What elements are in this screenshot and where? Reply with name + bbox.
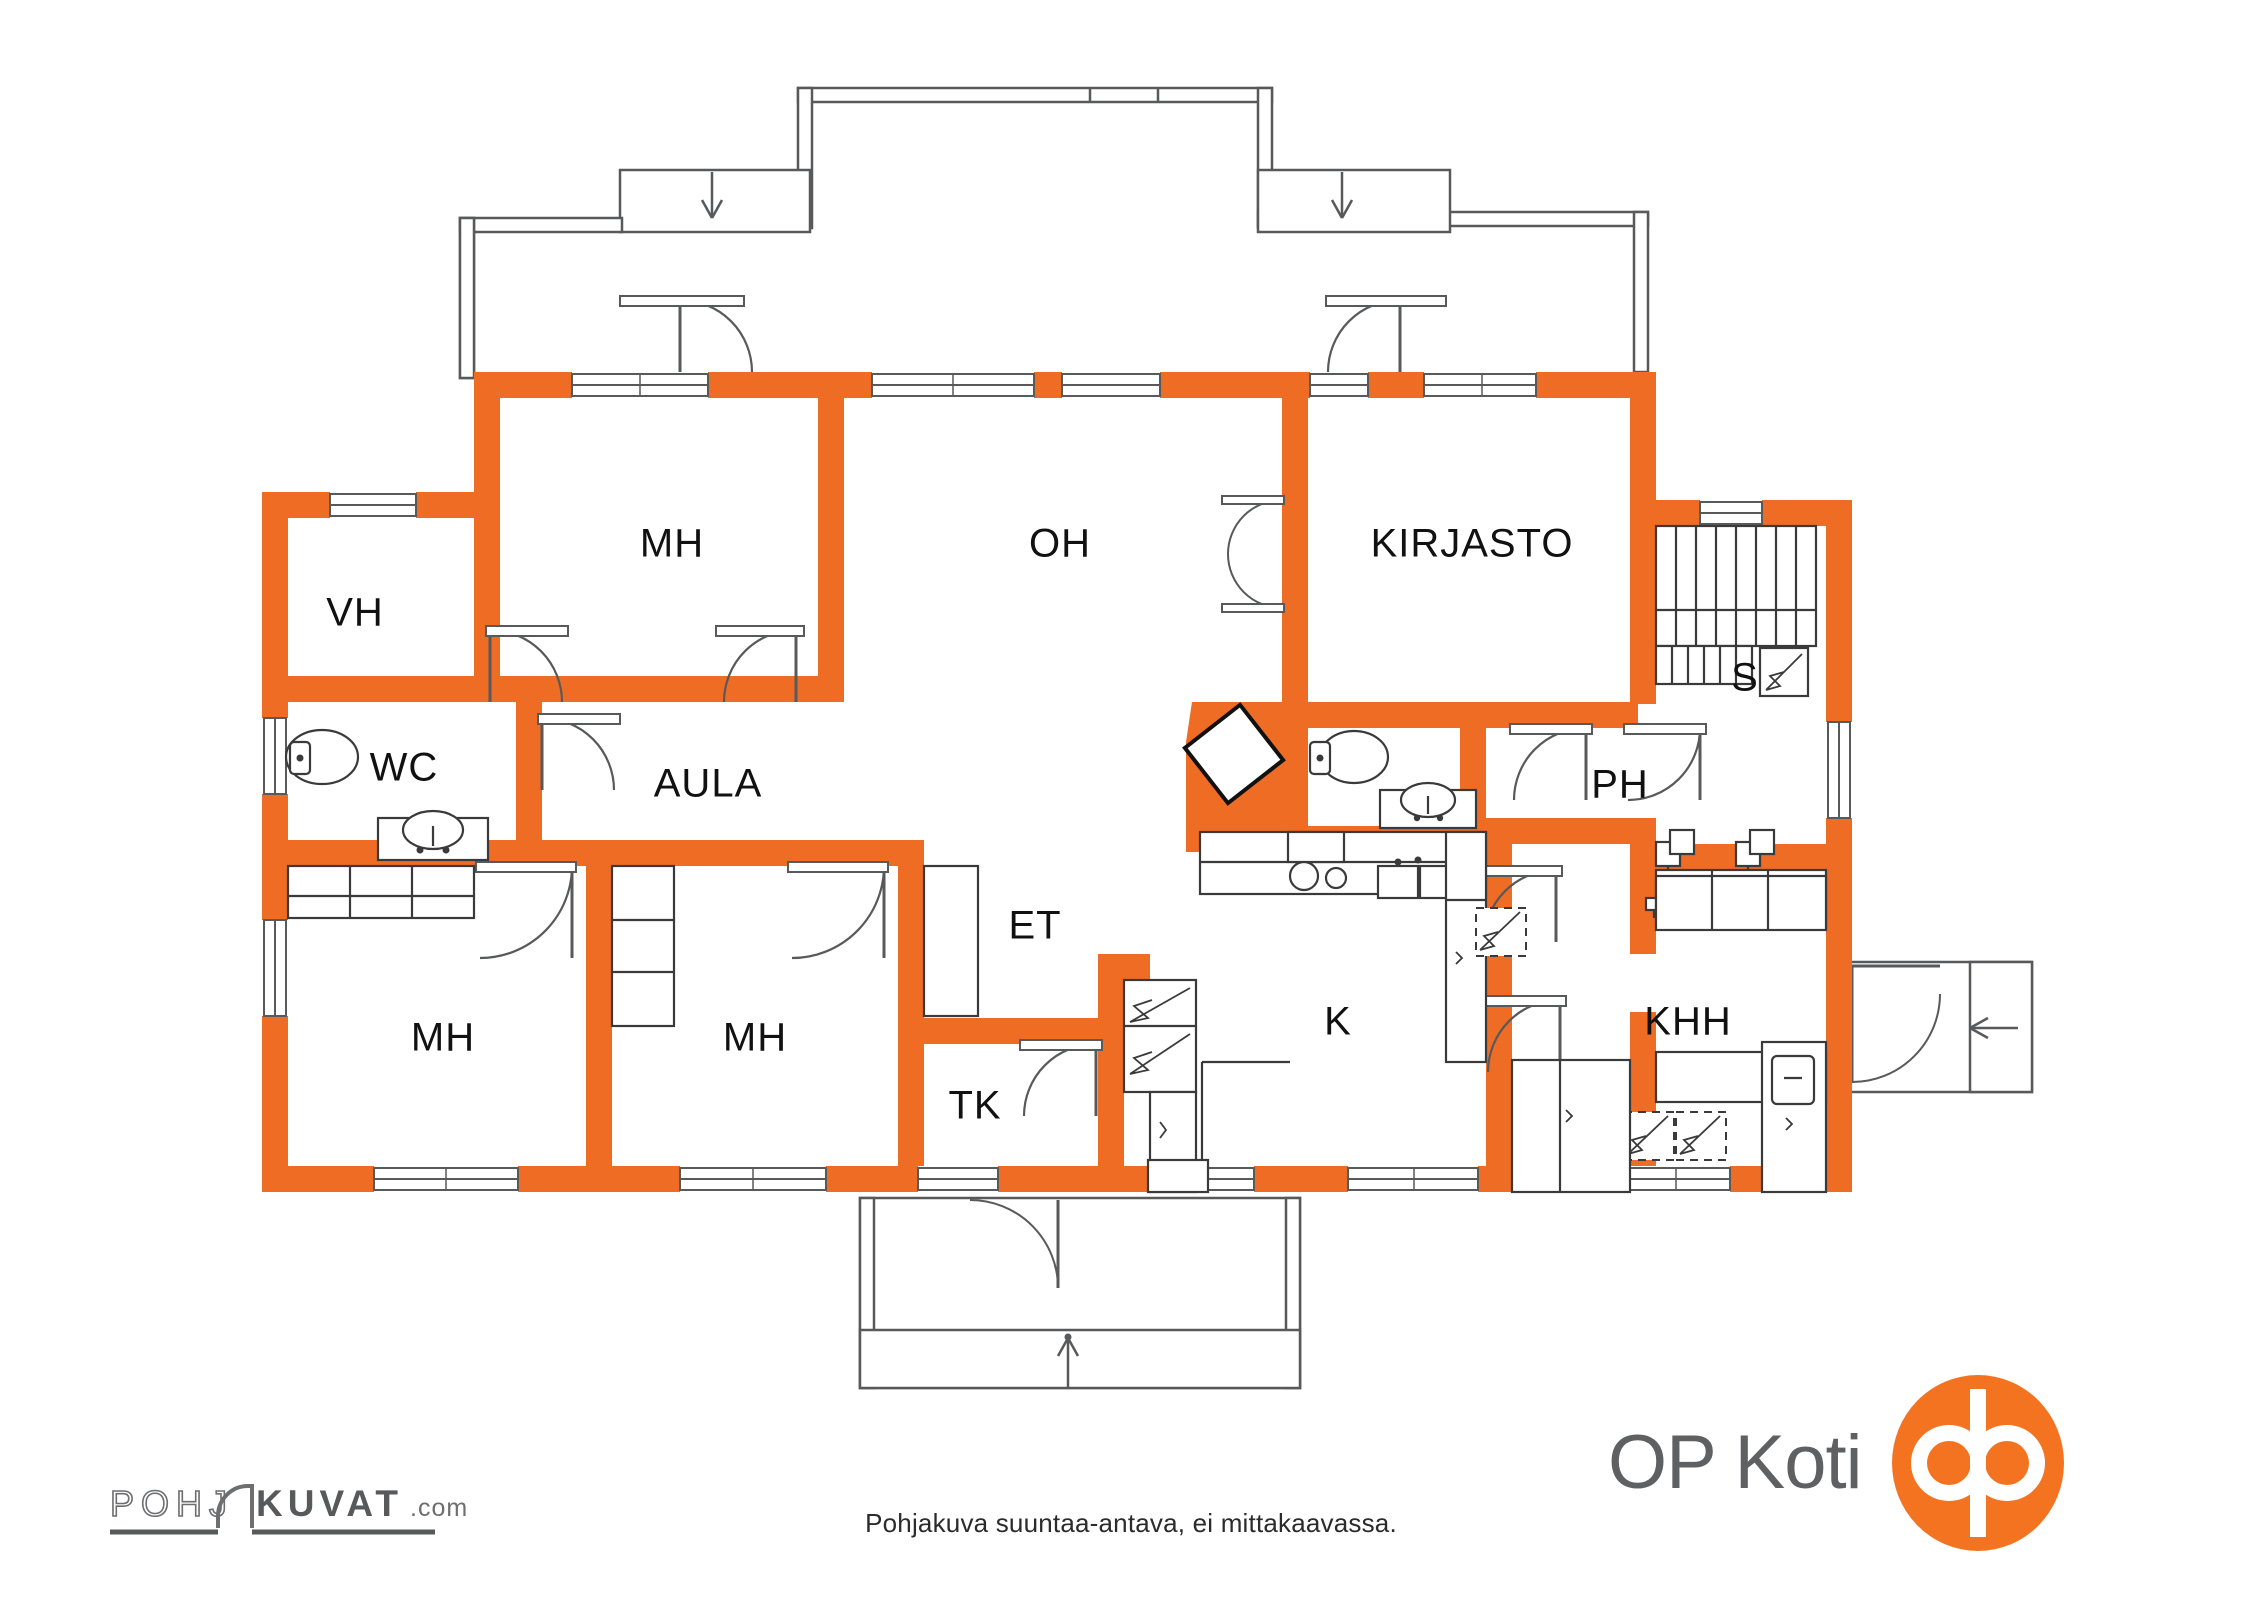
- fireplace: [1182, 702, 1286, 806]
- kitchen-tall-cabinet: [1510, 1058, 1632, 1194]
- pohjakuvat-logo[interactable]: POHJ KUVAT .com: [109, 1478, 510, 1556]
- room-label-ph: PH: [1591, 763, 1649, 807]
- pohjakuvat-logo-svg: POHJ KUVAT .com: [109, 1482, 468, 1535]
- room-labels: VH MH OH KIRJASTO WC AULA PH S MH MH ET …: [326, 522, 1759, 1128]
- room-label-k: K: [1324, 1000, 1352, 1044]
- room-label-mh-top: MH: [640, 522, 704, 566]
- kitchen-counter: [1198, 830, 1488, 900]
- room-label-et: ET: [1008, 904, 1061, 948]
- khh-upper-cabinet: [1654, 874, 1828, 932]
- room-label-wc: WC: [370, 746, 439, 790]
- washing-machine-2: [1748, 828, 1776, 856]
- washing-machine-1: [1668, 828, 1696, 856]
- appliance-dashed-k: [1475, 907, 1527, 957]
- pohjakuvat-bold-text: KUVAT: [256, 1483, 403, 1524]
- khh-appliances-dashed: [1623, 1111, 1727, 1161]
- electrical-panel: [1758, 646, 1810, 698]
- kitchen-peninsula: [1146, 1060, 1290, 1194]
- pohjakuvat-outline-text: POHJ: [110, 1483, 234, 1524]
- room-label-mh-bl: MH: [411, 1016, 475, 1060]
- room-label-s: S: [1731, 656, 1759, 700]
- op-cooperative-mark-icon: [1891, 1375, 2064, 1551]
- utility-sink-khh: [1760, 1040, 1828, 1194]
- toilet-ph-lobby: [1308, 729, 1390, 785]
- staircase: [1654, 524, 1818, 686]
- vanity-sink-ph-lobby: [1378, 781, 1478, 830]
- room-label-mh-bm: MH: [723, 1016, 787, 1060]
- wardrobe-et: [922, 864, 980, 1018]
- toilet-wc: [284, 728, 360, 786]
- cabinet-run-aula: [286, 864, 476, 920]
- room-label-oh: OH: [1029, 522, 1091, 566]
- room-label-vh: VH: [326, 591, 384, 635]
- op-koti-wordmark: OP Koti: [1608, 1420, 1863, 1505]
- exterior-terraces: [458, 86, 2034, 1390]
- pohjakuvat-suffix-text: .com: [410, 1494, 468, 1522]
- vanity-sink-wc: [376, 809, 490, 862]
- windows: [262, 372, 1852, 1192]
- wardrobe-mh-bm: [610, 864, 676, 1028]
- room-label-kirjasto: KIRJASTO: [1371, 522, 1574, 566]
- room-label-tk: TK: [948, 1084, 1001, 1128]
- room-label-khh: KHH: [1644, 1000, 1731, 1044]
- fixtures-layer: [284, 524, 1828, 1194]
- disclaimer-caption: Pohjakuva suuntaa-antava, ei mittakaavas…: [865, 1508, 1397, 1538]
- op-koti-logo[interactable]: OP Koti: [1608, 1368, 2168, 1558]
- room-label-aula: AULA: [654, 762, 763, 806]
- wardrobe-tk: [1122, 978, 1198, 1094]
